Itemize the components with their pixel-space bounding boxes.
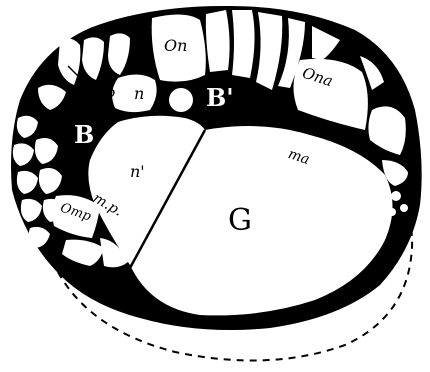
right-dot-cell-1: [391, 191, 401, 201]
label-n: n: [134, 86, 144, 102]
top-cell-2: [232, 10, 255, 78]
top-cell-1: [206, 10, 230, 72]
label-b-prime: B': [206, 86, 234, 110]
label-b: B: [74, 123, 94, 147]
label-n-prime: n': [130, 164, 145, 180]
round-cell: [169, 88, 193, 112]
right-dot-cell-2: [400, 204, 408, 212]
label-g: G: [228, 206, 252, 236]
label-p: p: [106, 86, 115, 100]
label-on: On: [164, 38, 187, 54]
right-dot-cell-3: [388, 208, 396, 216]
